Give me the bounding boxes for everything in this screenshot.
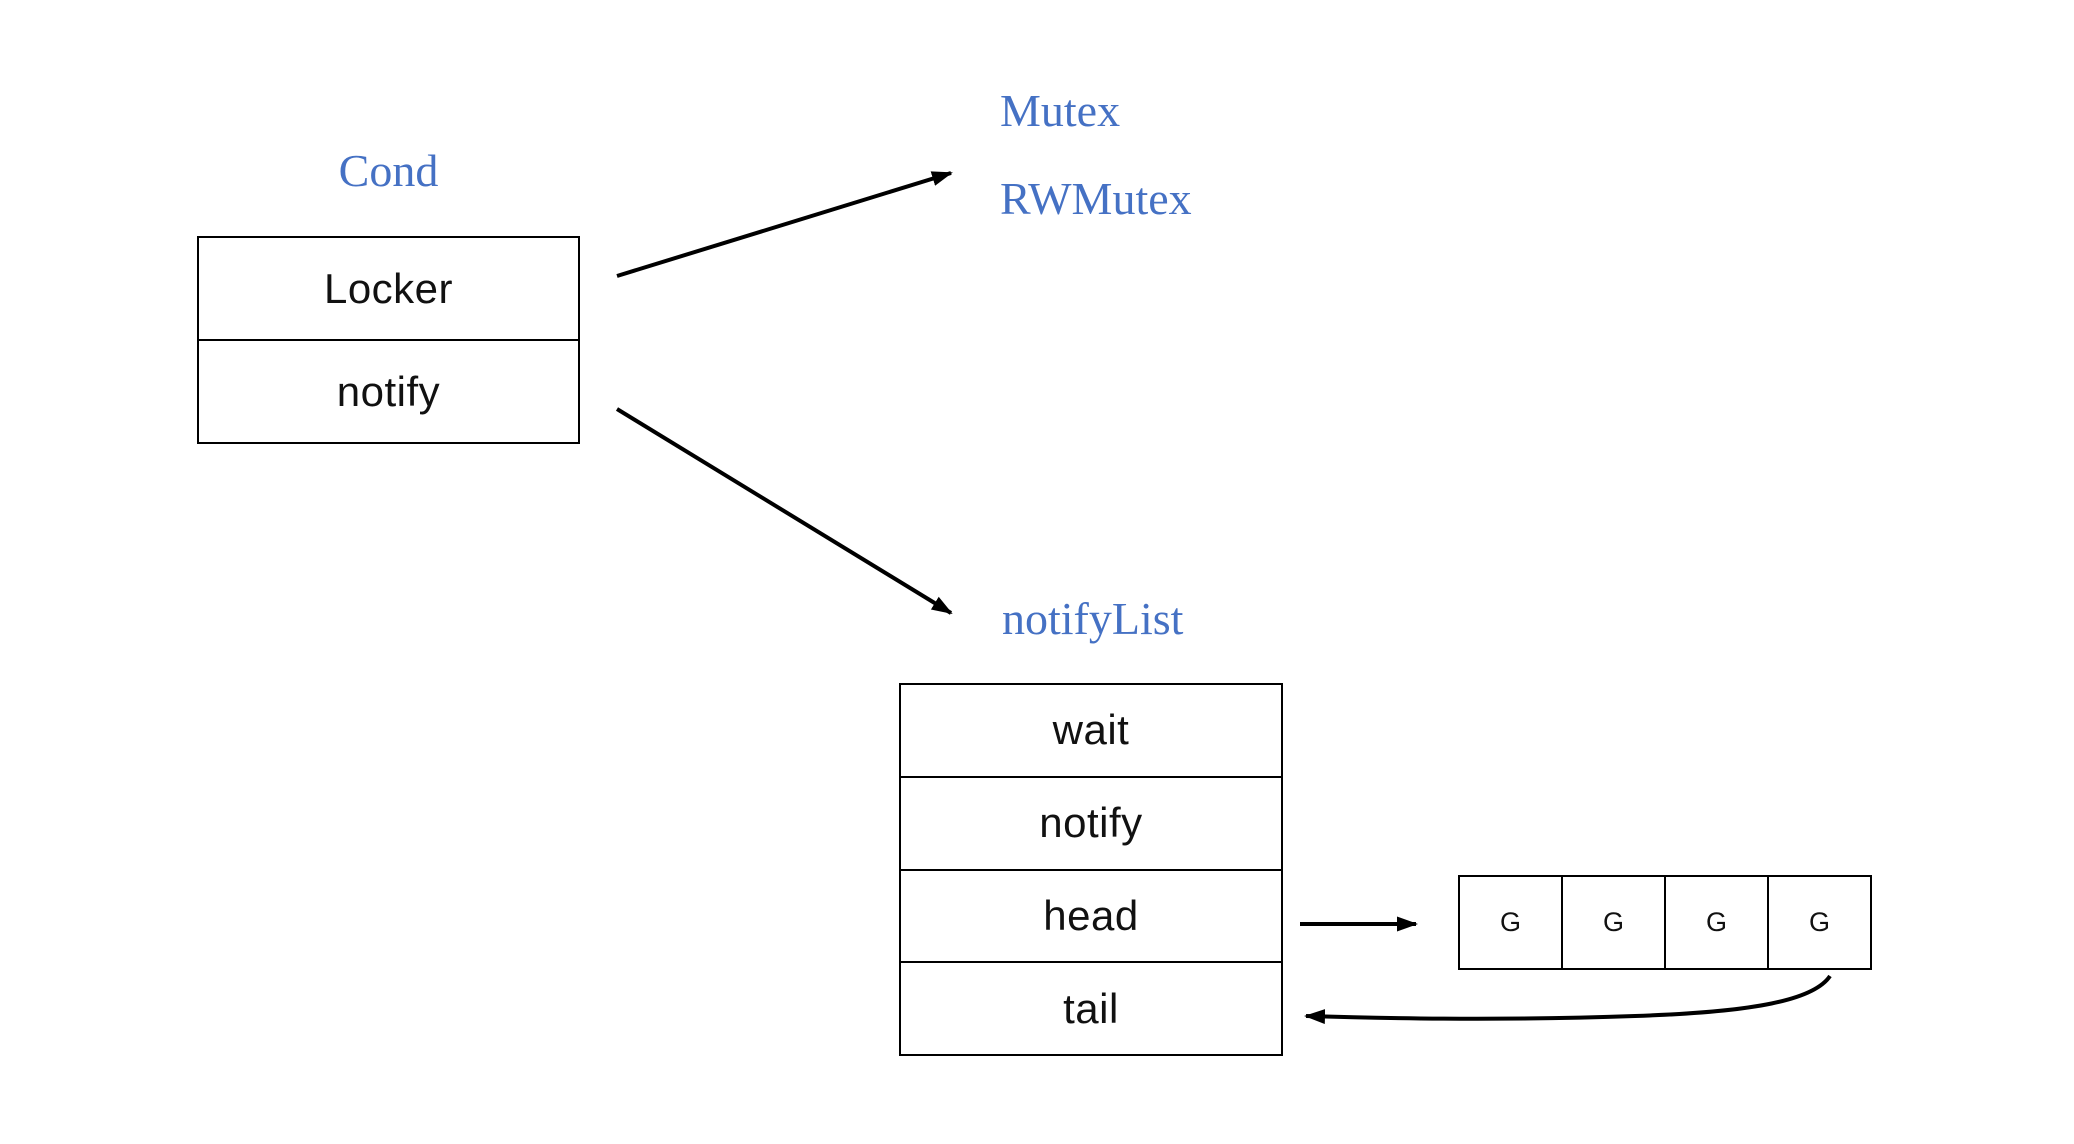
notifylist-struct-box: wait notify head tail	[899, 683, 1283, 1056]
goroutine-queue: G G G G	[1458, 875, 1872, 970]
cond-struct-box: Locker notify	[197, 236, 580, 444]
goroutine-cell: G	[1767, 877, 1870, 968]
locker-to-mutex-arrow	[616, 171, 953, 278]
notifylist-row-wait: wait	[1052, 706, 1130, 754]
cond-row-notify: notify	[199, 339, 578, 442]
notifylist-row-notify: notify	[901, 775, 1281, 869]
notify-to-notifylist-arrow	[615, 407, 953, 615]
notifylist-row-tail: tail	[901, 961, 1281, 1054]
goroutine-cell: G	[1561, 877, 1664, 968]
queue-to-tail-arrow	[1304, 974, 1832, 1025]
rwmutex-label: RWMutex	[1000, 173, 1192, 224]
cond-title: Cond	[338, 145, 439, 196]
goroutine-cell: G	[1664, 877, 1767, 968]
cond-row-locker: Locker	[323, 264, 454, 312]
notifylist-row-head: head	[901, 868, 1281, 962]
notifylist-label: notifyList	[1002, 593, 1184, 644]
mutex-label: Mutex	[1000, 85, 1121, 136]
goroutine-cell: G	[1499, 907, 1521, 937]
